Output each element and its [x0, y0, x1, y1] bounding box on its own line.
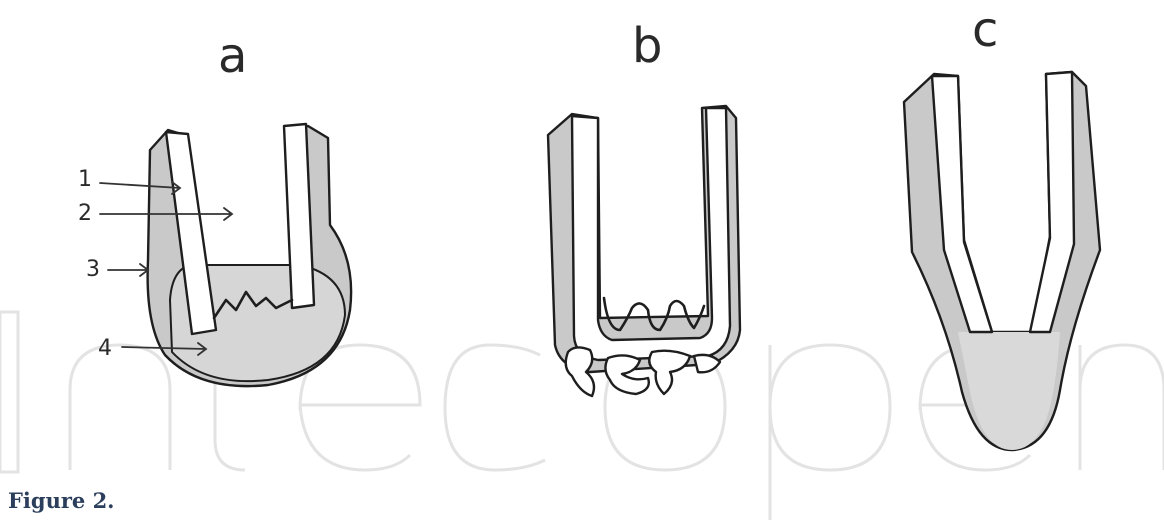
label-1: 1: [78, 167, 92, 192]
panel-b: b: [548, 18, 740, 396]
panel-a: a 1 2 3 4: [78, 28, 351, 386]
label-3-arrow: [108, 264, 148, 276]
panel-b-fragment-3: [649, 351, 690, 394]
figure-caption: Figure 2.: [8, 488, 115, 513]
label-4: 4: [98, 336, 112, 361]
label-3: 3: [86, 257, 100, 282]
panel-b-letter: b: [632, 18, 662, 74]
panel-a-letter: a: [218, 28, 247, 84]
panel-c: c: [904, 2, 1100, 450]
label-2: 2: [78, 201, 92, 226]
panel-c-letter: c: [972, 2, 998, 58]
